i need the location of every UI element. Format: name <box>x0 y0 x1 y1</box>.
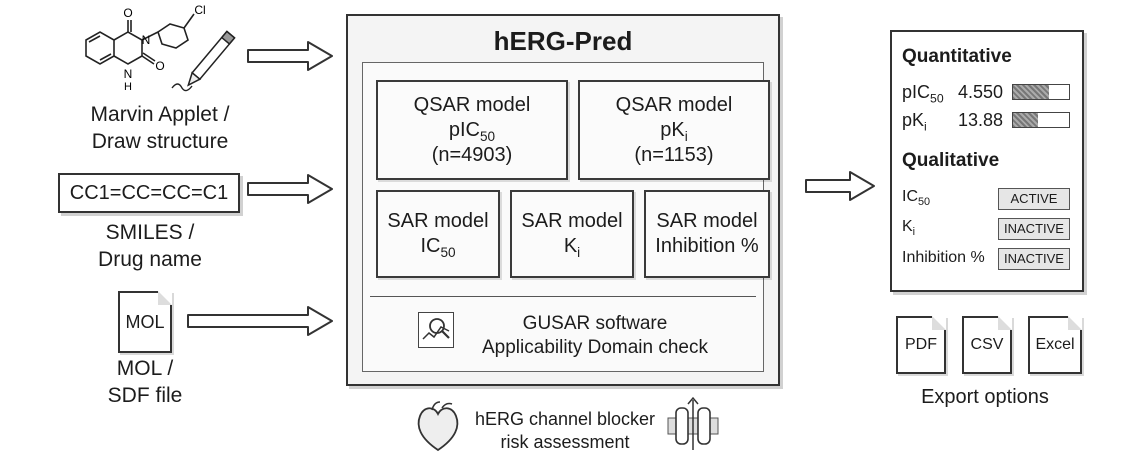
mol-label-line2: SDF file <box>107 384 183 407</box>
risk-caption-line1: hERG channel blocker <box>474 409 656 429</box>
mol-file-icon-label: MOL <box>125 311 165 332</box>
gusar-title: GUSAR software <box>522 313 668 334</box>
herg-pred-panel: hERG-Pred QSAR model pIC50 (n=4903) QSAR… <box>346 14 780 386</box>
sar-ic50-metric-sub: 50 <box>440 244 456 260</box>
fold-corner-icon <box>998 316 1012 330</box>
qsar-pki-model[interactable]: QSAR model pKi (n=1153) <box>578 80 770 180</box>
ic50-label-sub: 50 <box>918 195 931 208</box>
pki-bar-fill <box>1013 113 1039 127</box>
arrow-center-to-results <box>805 171 875 201</box>
sar-ki-metric-sub: i <box>577 244 581 260</box>
atom-cl: Cl <box>194 3 205 17</box>
pki-label-sub: i <box>924 119 927 134</box>
divider <box>370 296 756 297</box>
pic50-label: pIC50 <box>902 82 944 106</box>
fold-corner-icon <box>1068 316 1082 330</box>
qsar-pic50-metric: pIC50 <box>449 118 495 143</box>
sar-inh-title: SAR model <box>656 210 758 232</box>
ic50-status-badge: ACTIVE <box>998 188 1070 210</box>
smiles-input[interactable]: CC1=CC=CC=C1 <box>58 173 240 213</box>
gusar-software-icon <box>418 312 454 348</box>
pki-label-base: pK <box>902 110 925 130</box>
sar-ki-title: SAR model <box>521 210 623 232</box>
sar-ki-metric: Ki <box>564 234 580 259</box>
pic50-label-sub: 50 <box>930 91 944 106</box>
gusar-subtitle: Applicability Domain check <box>482 337 708 358</box>
qsar-pki-title: QSAR model <box>615 93 733 116</box>
qsar-pic50-metric-sub: 50 <box>480 128 496 144</box>
mol-file-icon[interactable]: MOL <box>118 291 172 353</box>
arrow-draw-to-center <box>247 41 333 71</box>
ki-label: Ki <box>902 218 916 238</box>
export-options-label: Export options <box>921 386 1049 408</box>
sar-ic50-metric-base: IC <box>420 235 441 257</box>
qsar-pki-metric-base: pK <box>660 118 685 141</box>
mol-label-line1: MOL / <box>116 357 174 380</box>
results-panel: Quantitative pIC50 4.550 pKi 13.88 Quali… <box>890 30 1084 292</box>
quantitative-title: Quantitative <box>902 46 1012 67</box>
fold-corner-icon <box>158 291 172 305</box>
chart-magnifier-icon <box>422 318 450 340</box>
pic50-bar <box>1012 84 1070 100</box>
pic50-bar-fill <box>1013 85 1050 99</box>
sar-ic50-model[interactable]: SAR model IC50 <box>376 190 500 278</box>
atom-o-top: O <box>123 6 132 20</box>
pencil-icon <box>187 30 236 87</box>
ic50-label-base: IC <box>902 188 918 205</box>
ki-label-sub: i <box>912 225 916 238</box>
gusar-label: GUSAR software Applicability Domain chec… <box>460 312 730 360</box>
arrow-smiles-to-center <box>247 174 333 204</box>
atom-o-bottom: O <box>155 59 164 73</box>
export-csv-button[interactable]: CSV <box>962 316 1012 374</box>
ion-channel-icon <box>667 396 719 450</box>
draw-structure-label: Marvin Applet / Draw structure <box>60 101 260 155</box>
smiles-label-line2: Drug name <box>98 248 202 271</box>
arrow-mol-to-center <box>187 306 333 336</box>
qsar-pic50-title: QSAR model <box>413 93 531 116</box>
qualitative-title: Qualitative <box>902 150 1000 171</box>
ic50-label: IC50 <box>902 188 931 208</box>
export-csv-label: CSV <box>970 336 1004 353</box>
pki-value: 13.88 <box>958 110 1004 130</box>
smiles-label: SMILES / Drug name <box>50 219 250 273</box>
pki-bar <box>1012 112 1070 128</box>
sar-ic50-title: SAR model <box>387 210 489 232</box>
atom-h: H <box>124 81 132 93</box>
atom-n-top: N <box>142 33 151 47</box>
export-excel-label: Excel <box>1035 336 1075 353</box>
inhibition-status-badge: INACTIVE <box>998 248 1070 270</box>
export-pdf-button[interactable]: PDF <box>896 316 946 374</box>
risk-assessment-caption: hERG channel blocker risk assessment <box>460 408 670 454</box>
inhibition-label: Inhibition % <box>902 249 985 266</box>
draw-label-line2: Draw structure <box>91 130 229 153</box>
risk-caption-line2: risk assessment <box>500 432 630 452</box>
pki-label: pKi <box>902 110 927 134</box>
qsar-pki-metric: pKi <box>660 118 688 143</box>
sar-ki-model[interactable]: SAR model Ki <box>510 190 634 278</box>
mol-label: MOL / SDF file <box>70 355 220 409</box>
sar-inh-metric: Inhibition % <box>655 235 759 257</box>
qsar-pki-metric-sub: i <box>684 128 688 144</box>
draw-label-line1: Marvin Applet / <box>90 103 230 126</box>
herg-pred-title: hERG-Pred <box>493 26 633 56</box>
molecule-structure-drawing[interactable]: O O N N H Cl <box>72 2 252 98</box>
sar-inhibition-model[interactable]: SAR model Inhibition % <box>644 190 770 278</box>
fold-corner-icon <box>932 316 946 330</box>
export-excel-button[interactable]: Excel <box>1028 316 1082 374</box>
qsar-pki-count: (n=1153) <box>634 143 714 166</box>
sar-ic50-metric: IC50 <box>420 234 455 259</box>
qsar-pic50-count: (n=4903) <box>431 143 513 166</box>
sar-ki-metric-base: K <box>563 235 578 257</box>
qsar-pic50-metric-base: pIC <box>448 118 480 141</box>
smiles-label-line1: SMILES / <box>105 221 195 244</box>
pic50-value: 4.550 <box>958 82 1004 102</box>
pic50-label-base: pIC <box>902 82 931 102</box>
export-pdf-label: PDF <box>905 336 937 353</box>
qsar-pic50-model[interactable]: QSAR model pIC50 (n=4903) <box>376 80 568 180</box>
atom-n-bottom: N <box>124 67 133 81</box>
ki-label-base: K <box>902 218 913 235</box>
heart-icon <box>417 401 459 452</box>
ki-status-badge: INACTIVE <box>998 218 1070 240</box>
